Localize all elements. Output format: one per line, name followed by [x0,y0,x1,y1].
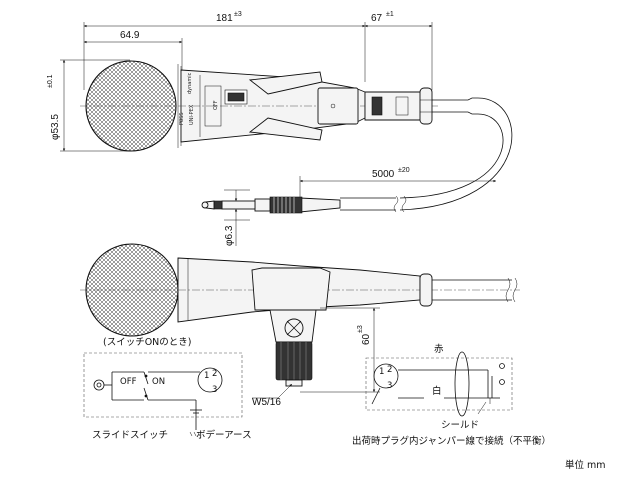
wiring-frame [365,357,513,411]
side-view: 60 ±3 W5/16 [80,243,520,408]
switch-mark-print: OFF [213,100,219,110]
phone-plug [201,196,341,214]
brand-print: UNI-PEX [189,104,195,125]
body-ground-label: ボデーアース [196,429,252,441]
head-diameter-tolerance: ±0.1 [47,74,54,88]
schematic-title: (スイッチONのとき) [103,337,192,348]
head-length-label: 64.9 [120,30,140,41]
unit-label: 単位 mm [565,459,606,471]
connector-length-tolerance: ±1 [386,11,394,18]
head-diameter-label: φ53.5 [50,114,61,140]
wiring-pin3: 3 [387,381,392,391]
wiring-pin1: 1 [379,367,384,377]
cable-length-tolerance: ±20 [398,167,410,174]
schematic-pin3: 3 [212,385,217,395]
jumper-note: 出荷時プラグ内ジャンパー線で接続（不平衡） [352,435,551,447]
switch-on-label: ON [152,377,165,387]
schematic-frame [83,352,243,418]
schematic-xlr-pins [197,367,223,393]
holder-height-label: 60 [361,333,372,345]
cable-upper [399,97,513,211]
schematic-pin1: 1 [204,371,209,381]
shield-label: シールド [441,420,479,431]
slide-switch-label: スライドスイッチ [92,430,168,441]
holder-height-tolerance: ±3 [357,325,364,333]
plug-diameter-label: φ6.3 [224,225,235,246]
overall-length-label: 181 [216,13,233,24]
mic-holder [251,267,331,311]
thread-label: W5/16 [252,397,281,408]
wiring-diagram: 1 2 3 赤 白 シールド 出荷時プラグ内ジャンパー線で接続（不平衡） [352,344,551,447]
cable-length-label: 5000 [372,169,395,180]
series-print: P8SS [179,112,185,125]
overall-length-tolerance: ±3 [234,11,242,18]
model-print: dynamic [187,72,193,94]
shield-ellipse [454,351,470,417]
wire-white-label: 白 [432,385,442,397]
connector-length-label: 67 [371,13,383,24]
wiring-pin2: 2 [387,365,392,375]
switch-off-label: OFF [120,377,137,387]
top-view: 181 ±3 67 ±1 64.9 φ53.5 ±0.1 P8SS UNI-PE… [47,11,513,246]
schematic-pin2: 2 [212,369,217,379]
wire-red-label: 赤 [434,344,444,355]
switch-schematic: (スイッチONのとき) OFF ON 1 2 3 スライドスイッチ ボデーアース [83,337,252,441]
